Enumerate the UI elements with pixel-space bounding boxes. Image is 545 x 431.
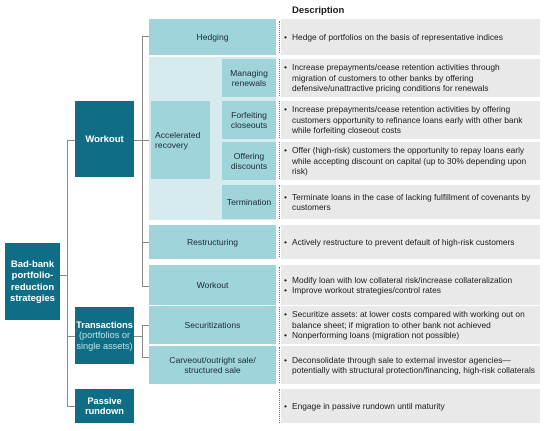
workout-node: Workout [75, 101, 134, 177]
restructuring-label: Restructuring [186, 236, 239, 247]
accelerated-node: Accelerated recovery [151, 101, 210, 179]
discounts-label: Offering discounts [230, 150, 268, 172]
workout-sub-node: Workout [149, 265, 276, 305]
hedging-description-item: Hedge of portfolios on the basis of repr… [284, 32, 536, 43]
separator-termination [279, 185, 280, 219]
forfeiting-label: Forfeiting closeouts [230, 109, 268, 131]
termination-node: Termination [222, 185, 276, 219]
transactions-sublabel: (portfolios or single assets) [76, 330, 133, 351]
connector-root-to-trunk [60, 275, 68, 276]
separator-forfeiting [279, 101, 280, 138]
carveout-label: Carveout/outright sale/ structured sale [169, 354, 256, 376]
connector-workout-trunk [142, 36, 143, 286]
connector-trunk-workout [67, 140, 75, 141]
renewals-description-item: Increase prepayments/cease retention act… [284, 62, 536, 93]
separator-discounts [279, 142, 280, 179]
termination-description: Terminate loans in the case of lacking f… [281, 185, 540, 219]
forfeiting-node: Forfeiting closeouts [222, 101, 276, 139]
connector-to-workout-sub [142, 286, 149, 287]
transactions-node: Transactions (portfolios or single asset… [75, 307, 134, 364]
connector-to-securitizations [142, 325, 149, 326]
connector-workout-out [134, 140, 143, 141]
workout-sub-description-item: Modify loan with low collateral risk/inc… [284, 275, 536, 286]
hedging-description: Hedge of portfolios on the basis of repr… [281, 19, 540, 55]
workout-sub-description: Modify loan with low collateral risk/inc… [281, 265, 540, 305]
workout-label: Workout [85, 133, 124, 145]
separator-hedging [279, 21, 280, 53]
separator-carveout [279, 347, 280, 383]
separator-passive [279, 389, 280, 423]
separator-restructuring [279, 227, 280, 257]
hedging-node: Hedging [149, 19, 276, 55]
workout-sub-description-item: Improve workout strategies/control rates [284, 285, 536, 296]
restructuring-description: Actively restructure to prevent default … [281, 225, 540, 259]
discounts-description-item: Offer (high-risk) customers the opportun… [284, 145, 536, 176]
restructuring-description-item: Actively restructure to prevent default … [284, 237, 536, 248]
carveout-node: Carveout/outright sale/ structured sale [149, 346, 276, 384]
forfeiting-description-item: Increase prepayments/cease retention act… [284, 104, 536, 135]
separator-renewals [279, 59, 280, 96]
connector-transactions-out [134, 336, 143, 337]
connector-trunk-transactions [67, 336, 75, 337]
securitizations-description: Securitize assets: at lower costs compar… [281, 306, 540, 344]
passive-node: Passive rundown [75, 389, 134, 423]
connector-to-carveout [142, 357, 149, 358]
passive-description: Engage in passive rundown until maturity [281, 389, 540, 423]
connector-transactions-trunk [142, 325, 143, 357]
securitizations-node: Securitizations [149, 306, 276, 344]
securitizations-description-item: Nonperforming loans (migration not possi… [284, 330, 536, 341]
renewals-label: Managing renewals [230, 67, 268, 89]
passive-label: Passive rundown [85, 395, 124, 417]
carveout-description-item: Deconsolidate through sale to external i… [284, 355, 536, 376]
termination-label: Termination [226, 196, 272, 207]
connector-to-accelerated [142, 140, 149, 141]
description-header: Description [292, 5, 345, 16]
transactions-label: Transactions [76, 319, 133, 330]
connector-root-trunk [67, 140, 68, 406]
passive-description-item: Engage in passive rundown until maturity [284, 401, 536, 412]
connector-to-hedging [142, 36, 149, 37]
separator-securitizations [279, 307, 280, 344]
hedging-label: Hedging [196, 31, 229, 42]
termination-description-item: Terminate loans in the case of lacking f… [284, 192, 536, 213]
connector-trunk-passive [67, 406, 75, 407]
root-node: Bad-bank portfolio-reduction strategies [5, 243, 60, 320]
securitizations-description-item: Securitize assets: at lower costs compar… [284, 309, 536, 330]
forfeiting-description: Increase prepayments/cease retention act… [281, 101, 540, 139]
root-label: Bad-bank portfolio-reduction strategies [10, 258, 55, 305]
renewals-node: Managing renewals [222, 59, 276, 97]
workout-sub-label: Workout [196, 279, 229, 290]
carveout-description: Deconsolidate through sale to external i… [281, 346, 540, 384]
accelerated-label: Accelerated recovery [155, 129, 201, 151]
restructuring-node: Restructuring [149, 225, 276, 259]
separator-workout-sub [279, 267, 280, 303]
discounts-description: Offer (high-risk) customers the opportun… [281, 142, 540, 180]
securitizations-label: Securitizations [184, 319, 241, 330]
renewals-description: Increase prepayments/cease retention act… [281, 59, 540, 97]
connector-to-restructuring [142, 242, 149, 243]
discounts-node: Offering discounts [222, 142, 276, 180]
